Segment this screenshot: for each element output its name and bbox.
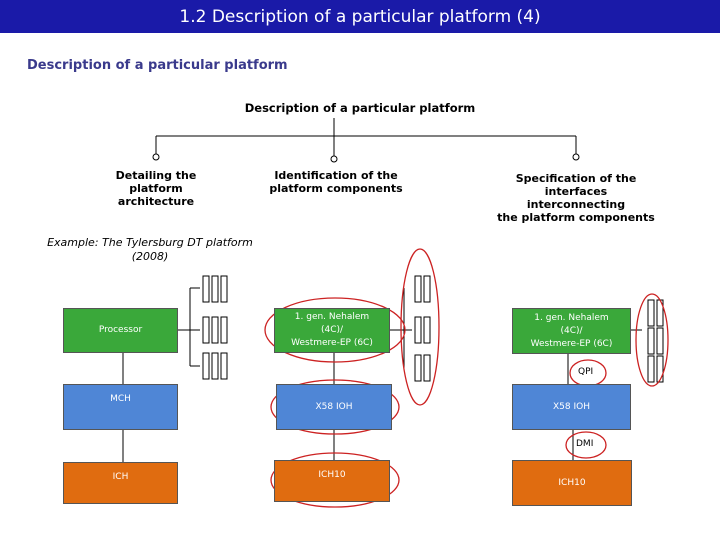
left-mch-box: MCH — [63, 384, 178, 430]
left-memory-modules — [178, 275, 228, 380]
branch-architecture-line-2: platform — [129, 182, 183, 195]
dmi-label: DMI — [576, 439, 594, 449]
branch-components-line-1: Identification of the — [274, 169, 398, 182]
middle-ich-box: ICH10 — [274, 460, 390, 502]
right-mch-box: X58 IOH — [512, 384, 631, 430]
branch-components-line-2: platform components — [269, 182, 403, 195]
branch-interfaces-line-4: the platform components — [497, 211, 655, 224]
middle-processor-line-1: 1. gen. Nehalem — [294, 312, 370, 322]
middle-processor-line-2: (4C)/ — [320, 325, 344, 335]
branch-interfaces-line-2: interfaces — [544, 185, 608, 198]
right-memory-modules — [631, 299, 664, 383]
branch-architecture: Detailing the platform architecture — [96, 169, 216, 208]
example-caption: Example: The Tylersburg DT platform (200… — [30, 236, 270, 264]
branch-architecture-line-1: Detailing the — [115, 169, 197, 182]
tree-root: Description of a particular platform — [244, 101, 476, 115]
left-ich-box: ICH — [63, 462, 178, 504]
branch-interfaces-line-3: interconnecting — [526, 198, 626, 211]
branch-node-3 — [572, 153, 580, 161]
middle-memory-modules — [390, 275, 431, 382]
example-line-2: (2008) — [131, 250, 169, 263]
branch-interfaces: Specification of the interfaces intercon… — [480, 172, 672, 224]
branch-architecture-line-3: architecture — [117, 195, 195, 208]
branch-components: Identification of the platform component… — [250, 169, 422, 195]
right-processor-line-2: (4C)/ — [560, 325, 583, 336]
right-processor-line-1: 1. gen. Nehalem — [534, 312, 609, 323]
right-processor-line-3: Westmere-EP (6C) — [530, 338, 613, 349]
left-processor-box: Processor — [63, 308, 178, 353]
middle-processor-line-3: Westmere-EP (6C) — [291, 338, 373, 348]
qpi-label: QPI — [578, 367, 594, 377]
slide-title: 1.2 Description of a particular platform… — [0, 0, 720, 33]
middle-processor-box: 1. gen. Nehalem (4C)/ Westmere-EP (6C) — [274, 308, 390, 353]
section-subtitle: Description of a particular platform — [27, 58, 288, 73]
branch-node-1 — [152, 153, 160, 161]
branch-interfaces-line-1: Specification of the — [515, 172, 637, 185]
example-line-1: Example: The Tylersburg DT platform — [47, 236, 253, 249]
middle-mch-box: X58 IOH — [276, 384, 392, 430]
right-ich-box: ICH10 — [512, 460, 632, 506]
branch-node-2 — [330, 155, 338, 163]
right-processor-box: 1. gen. Nehalem (4C)/ Westmere-EP (6C) — [512, 308, 631, 354]
